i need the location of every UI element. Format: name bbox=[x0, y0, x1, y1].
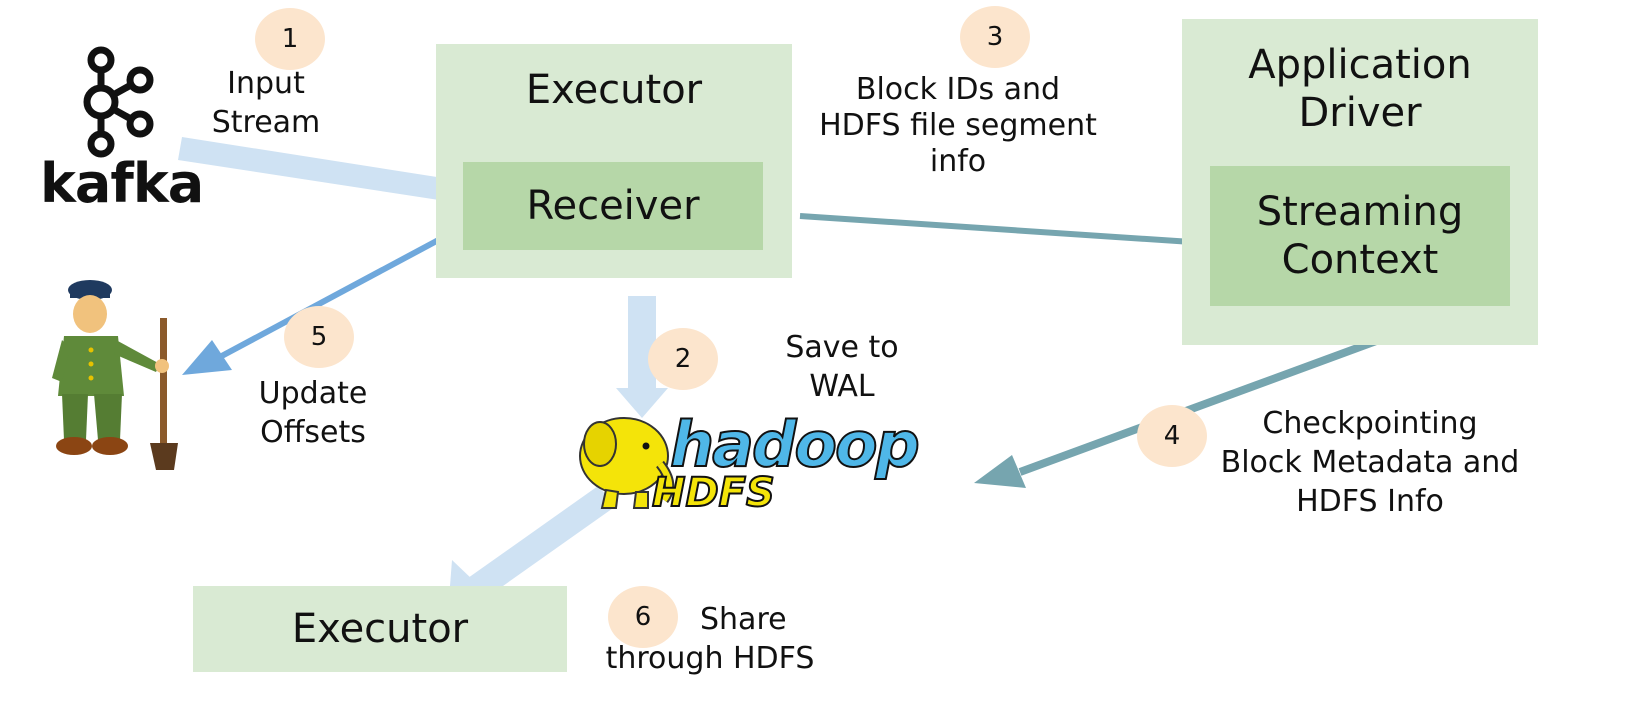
step-5-line1: Update bbox=[258, 376, 368, 411]
step-3-line3: info bbox=[929, 144, 987, 179]
receiver-label: Receiver bbox=[526, 183, 700, 229]
step-4-line2: Block Metadata and bbox=[1220, 445, 1520, 480]
step-5-caption: Update Offsets bbox=[238, 374, 388, 452]
receiver-box: Receiver bbox=[463, 162, 763, 250]
step-5-line2: Offsets bbox=[260, 415, 366, 450]
step-1-number: 1 bbox=[281, 24, 299, 54]
application-driver-title-line1: Application bbox=[1248, 42, 1472, 88]
step-3-number: 3 bbox=[986, 22, 1004, 52]
step-1-line1: Input bbox=[227, 66, 305, 101]
step-5-badge: 5 bbox=[284, 306, 354, 368]
streaming-context-line2: Context bbox=[1281, 237, 1439, 283]
executor-top-box: Executor Receiver bbox=[436, 44, 792, 278]
step-6-badge: 6 bbox=[608, 586, 678, 648]
arrow-save-wal bbox=[616, 296, 668, 418]
step-6-number: 6 bbox=[634, 602, 652, 632]
step-5-number: 5 bbox=[310, 322, 328, 352]
step-6-caption: Share through HDFS bbox=[590, 600, 830, 678]
application-driver-box: Application Driver Streaming Context bbox=[1182, 19, 1538, 345]
oozie-mascot-icon bbox=[52, 280, 178, 470]
step-2-line2: WAL bbox=[809, 369, 875, 404]
step-1-badge: 1 bbox=[255, 8, 325, 70]
step-2-number: 2 bbox=[674, 344, 692, 374]
step-4-number: 4 bbox=[1163, 421, 1181, 451]
streaming-context-box: Streaming Context bbox=[1210, 166, 1510, 306]
step-4-caption: Checkpointing Block Metadata and HDFS In… bbox=[1200, 404, 1540, 521]
application-driver-title: Application Driver bbox=[1182, 41, 1538, 137]
executor-bottom-title: Executor bbox=[291, 606, 469, 652]
kafka-logo: kafka bbox=[40, 44, 204, 215]
hadoop-hdfs-logo: hadoop HDFS bbox=[572, 404, 924, 518]
step-1-caption: Input Stream bbox=[196, 64, 336, 142]
streaming-context-line1: Streaming bbox=[1256, 189, 1464, 235]
step-6-line2: through HDFS bbox=[605, 641, 815, 676]
hadoop-wordmark: hadoop bbox=[669, 407, 921, 482]
kafka-wordmark: kafka bbox=[40, 152, 204, 215]
executor-bottom-box: Executor bbox=[193, 586, 567, 672]
hdfs-wordmark: HDFS bbox=[651, 469, 776, 517]
step-2-caption: Save to WAL bbox=[762, 328, 922, 406]
step-3-caption: Block IDs and HDFS file segment info bbox=[800, 72, 1116, 180]
step-2-badge: 2 bbox=[648, 328, 718, 390]
step-6-line1: Share bbox=[700, 602, 787, 637]
step-3-line2: HDFS file segment bbox=[819, 108, 1097, 143]
step-3-line1: Block IDs and bbox=[855, 72, 1061, 107]
step-3-badge: 3 bbox=[960, 6, 1030, 68]
step-4-line3: HDFS Info bbox=[1296, 484, 1444, 519]
application-driver-title-line2: Driver bbox=[1298, 90, 1422, 136]
arrow-checkpointing bbox=[974, 318, 1430, 488]
executor-top-title: Executor bbox=[525, 67, 703, 113]
hadoop-elephant-icon bbox=[579, 417, 675, 509]
kafka-logo-icon bbox=[83, 46, 154, 158]
step-2-line1: Save to bbox=[785, 330, 899, 365]
oozie-mascot bbox=[44, 278, 184, 474]
step-4-badge: 4 bbox=[1137, 405, 1207, 467]
step-4-line1: Checkpointing bbox=[1262, 406, 1478, 441]
step-1-line2: Stream bbox=[211, 105, 321, 140]
